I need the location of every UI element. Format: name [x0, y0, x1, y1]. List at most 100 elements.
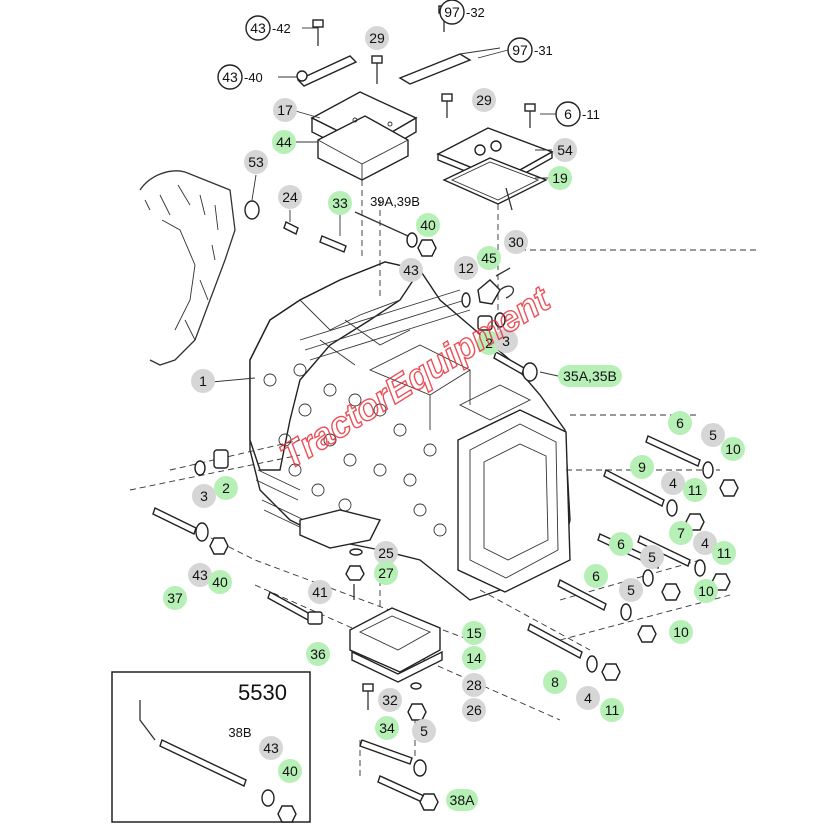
callout-badge	[192, 484, 216, 508]
callout-badge	[191, 369, 215, 393]
callout-28: 28	[462, 673, 486, 697]
callout-badge	[462, 621, 486, 645]
callout-badge	[683, 478, 707, 502]
callout-45: 45	[477, 246, 501, 270]
callout-badge	[365, 26, 389, 50]
callout-badge	[584, 564, 608, 588]
left-parts	[152, 200, 538, 555]
callout-badge	[259, 736, 283, 760]
callout-badge	[543, 670, 567, 694]
callout-11: 11	[683, 478, 707, 502]
callout-badge	[494, 329, 518, 353]
callout-40: 40	[208, 570, 232, 594]
callout-badge	[472, 88, 496, 112]
callout-text: 38A	[450, 792, 476, 808]
callout-text: 97	[512, 42, 528, 58]
callout-ring	[555, 101, 581, 127]
callout-badge	[600, 698, 624, 722]
callout-text: 7	[677, 525, 685, 541]
callout-4: 4	[693, 531, 717, 555]
callout-badge	[375, 716, 399, 740]
callout-4: 4	[576, 686, 600, 710]
callout-text: 11	[605, 702, 620, 718]
callout-6: 6	[668, 411, 692, 435]
callout-text: 43	[250, 20, 266, 36]
callout-text: 14	[466, 650, 482, 666]
callout-badge	[462, 698, 486, 722]
callout-badge	[278, 185, 302, 209]
callout-text: 33	[332, 195, 348, 211]
callout-12: 12	[454, 256, 478, 280]
callout-suffix: -11	[582, 107, 600, 122]
callout-badge	[553, 138, 577, 162]
callout-text: 6	[592, 568, 600, 584]
callout-ring	[439, 0, 465, 25]
callout-badge	[548, 166, 572, 190]
callout-text: 36	[310, 646, 326, 662]
callout-text: 24	[282, 189, 298, 205]
callout-36: 36	[306, 642, 330, 666]
callout-badge	[273, 98, 297, 122]
callout-5: 5	[619, 578, 643, 602]
callout-10: 10	[694, 579, 718, 603]
callout-badge	[188, 563, 212, 587]
callout-text: 11	[688, 482, 703, 498]
callout-text: 34	[379, 720, 395, 736]
callout-text: 5	[648, 549, 656, 565]
callout-text: 44	[276, 134, 292, 150]
callout-text: 15	[466, 625, 482, 641]
callout-text: 6	[676, 415, 684, 431]
callout-3: 3	[494, 329, 518, 353]
callout-badge	[619, 578, 643, 602]
callout-text: 25	[378, 545, 394, 561]
callout-badge	[721, 437, 745, 461]
callout-37: 37	[163, 586, 187, 610]
callout-text: 19	[552, 170, 568, 186]
callout-badge	[462, 673, 486, 697]
callout-text: 43	[263, 740, 279, 756]
callout-44: 44	[272, 130, 296, 154]
callout-10: 10	[669, 620, 693, 644]
inset-5530	[111, 671, 311, 823]
callout-29: 29	[365, 26, 389, 50]
callout-text: 12	[458, 260, 474, 276]
callout-badge	[576, 686, 600, 710]
bell-housing-outline	[139, 170, 236, 366]
callout-43: 43	[399, 258, 423, 282]
callout-badge	[694, 579, 718, 603]
callout-badge	[609, 532, 633, 556]
callout-badge	[208, 570, 232, 594]
callout-text: 41	[312, 584, 328, 600]
callout-text: 97	[444, 4, 460, 20]
callout-text: 8	[551, 674, 559, 690]
callout-badge	[308, 580, 332, 604]
callout-54: 54	[553, 138, 577, 162]
callout-text: 2	[485, 335, 493, 351]
callout-text: 40	[282, 763, 298, 779]
callout-43: 43	[259, 736, 283, 760]
callout-26: 26	[462, 698, 486, 722]
callout-17: 17	[273, 98, 297, 122]
callout-30: 30	[504, 230, 528, 254]
callout-text: 53	[248, 154, 264, 170]
callout-7: 7	[669, 521, 693, 545]
callout-badge	[399, 258, 423, 282]
callout-badge	[462, 646, 486, 670]
callout-text: 40	[212, 574, 228, 590]
callout-badge	[278, 759, 302, 783]
callout-text: 40	[420, 217, 436, 233]
callout-text: 54	[557, 142, 573, 158]
callout-text: 43	[222, 69, 238, 85]
callout-badge	[712, 541, 736, 565]
callout-text: 1	[199, 373, 207, 389]
callout-1: 1	[191, 369, 215, 393]
callout-badge	[504, 230, 528, 254]
callout-badge	[661, 471, 685, 495]
callout-text: 43	[403, 262, 419, 278]
callout-11: 11	[600, 698, 624, 722]
callout-34: 34	[375, 716, 399, 740]
callout-ring	[245, 15, 271, 41]
callout-4: 4	[661, 471, 685, 495]
callout-text: 38B	[228, 725, 251, 740]
